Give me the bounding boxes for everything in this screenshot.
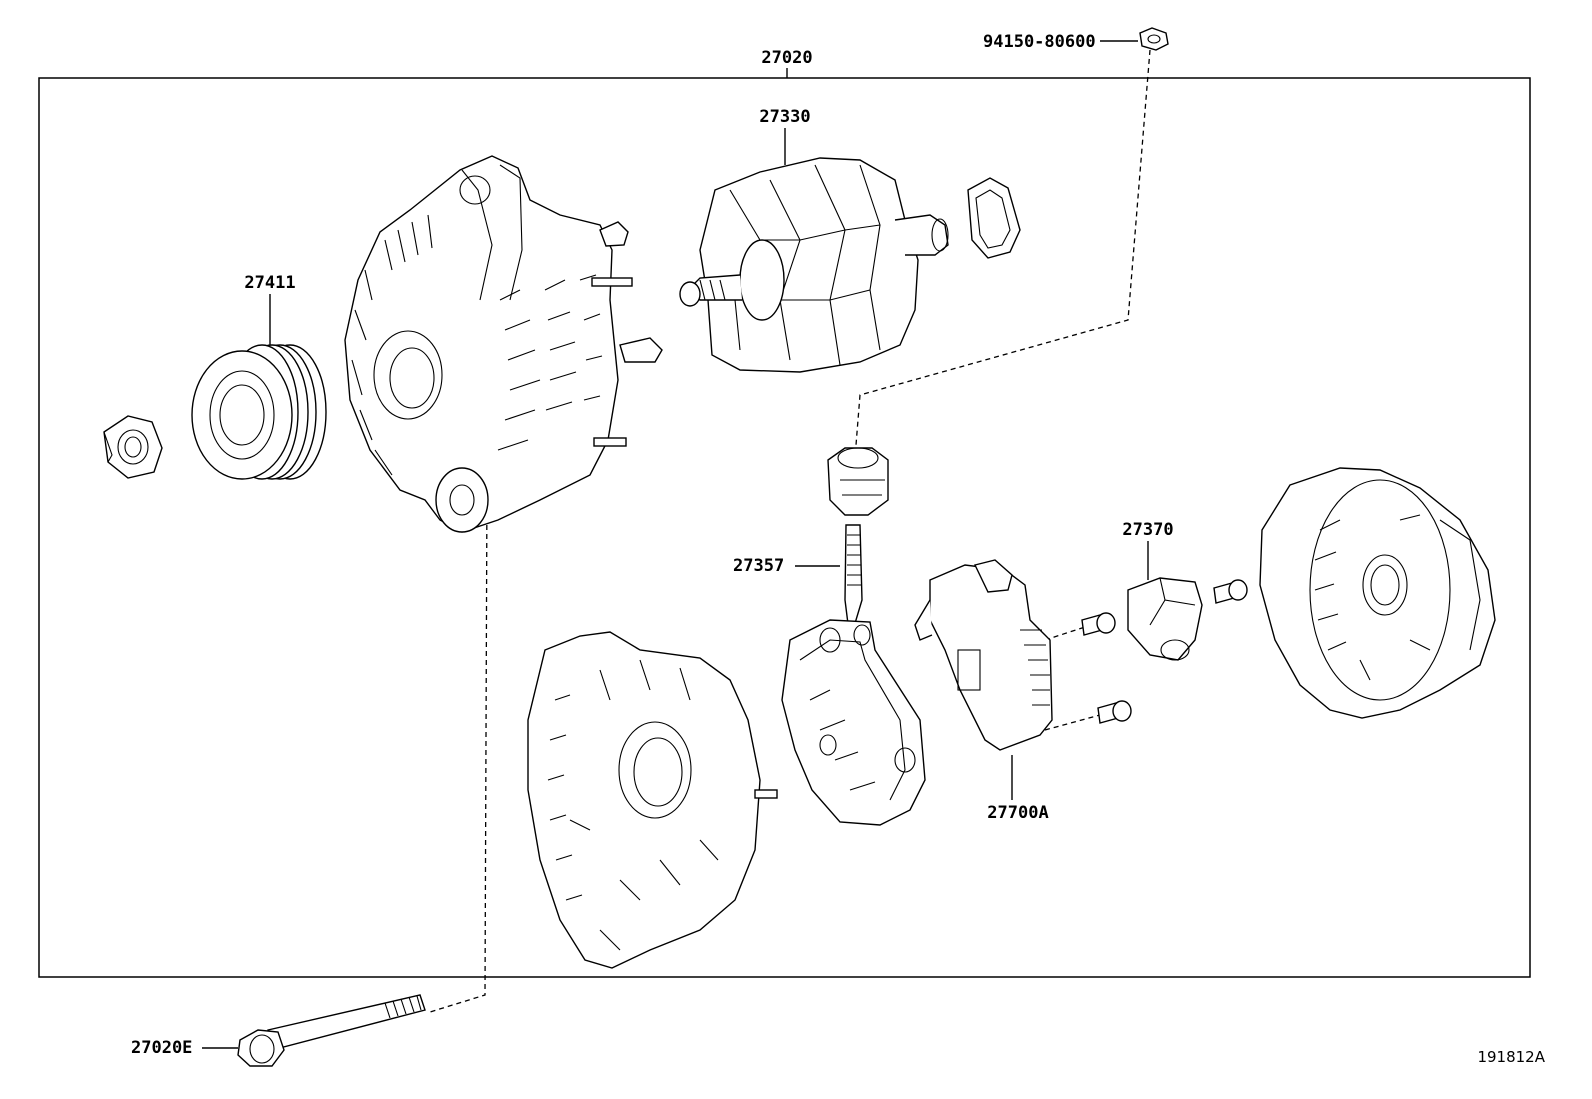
hex-nut-icon[interactable] <box>103 415 163 479</box>
diagram-reference-id: 191812A <box>1477 1048 1545 1066</box>
pulley-icon[interactable] <box>191 344 327 480</box>
drive-end-frame-icon[interactable] <box>344 155 663 533</box>
screw-1-icon[interactable] <box>1081 612 1116 636</box>
label-27330[interactable]: 27330 <box>759 107 810 127</box>
screw-3-icon[interactable] <box>1213 579 1248 604</box>
label-27020E[interactable]: 27020E <box>131 1038 192 1058</box>
assembly-frame <box>38 77 1531 978</box>
seal-ring-icon[interactable] <box>967 177 1021 259</box>
dashed-leader-bolt <box>429 479 488 1013</box>
voltage-regulator-icon[interactable] <box>914 559 1053 751</box>
label-27700A[interactable]: 27700A <box>987 803 1048 823</box>
rear-cover-icon[interactable] <box>1259 467 1496 719</box>
rectifier-icon[interactable] <box>781 524 926 826</box>
rotor-icon[interactable] <box>679 157 949 373</box>
label-27020[interactable]: 27020 <box>761 48 812 68</box>
nut-94150-icon[interactable] <box>1139 27 1169 51</box>
brush-holder-icon[interactable] <box>1127 577 1203 661</box>
label-94150-80600[interactable]: 94150-80600 <box>983 32 1096 52</box>
label-27411[interactable]: 27411 <box>244 273 295 293</box>
dashed-leader-screw-1 <box>1044 626 1086 641</box>
label-27357[interactable]: 27357 <box>733 556 784 576</box>
through-bolt-icon[interactable] <box>237 994 426 1067</box>
dashed-leader-nut <box>855 49 1151 446</box>
terminal-insulator-icon[interactable] <box>827 447 889 516</box>
dashed-leader-screw-2 <box>1044 714 1101 731</box>
screw-2-icon[interactable] <box>1097 700 1132 724</box>
rectifier-end-frame-icon[interactable] <box>527 631 778 969</box>
label-27370[interactable]: 27370 <box>1122 520 1173 540</box>
